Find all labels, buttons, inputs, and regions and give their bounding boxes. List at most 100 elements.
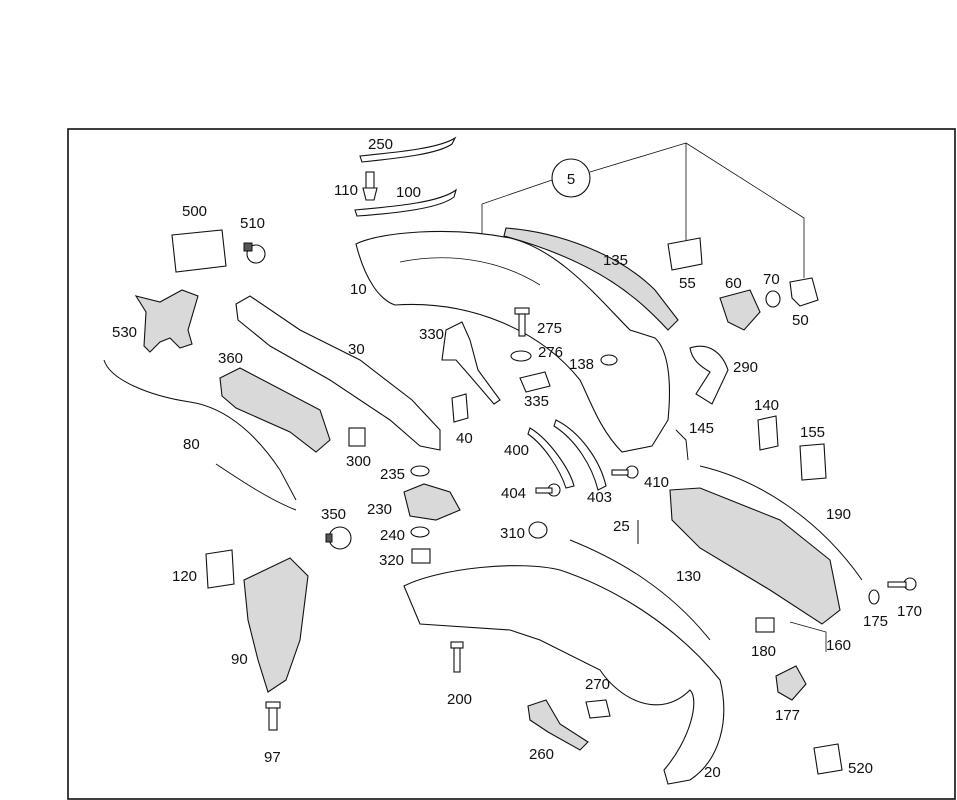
- part-230-bracket: [403, 483, 461, 521]
- part-90-bracket: [243, 557, 309, 693]
- part-145-clip: [675, 429, 689, 461]
- part-310-nut: [528, 521, 548, 539]
- label-20: 20: [704, 764, 721, 781]
- part-50-holder: [789, 277, 819, 307]
- label-270: 270: [585, 676, 610, 693]
- part-300-nut: [348, 427, 366, 447]
- label-240: 240: [380, 527, 405, 544]
- part-140-cover: [757, 415, 779, 451]
- part-410-screw: [611, 465, 639, 479]
- part-70-ring: [765, 290, 781, 308]
- part-80-wiring: [103, 359, 297, 511]
- part-110-clip: [362, 171, 378, 201]
- label-400: 400: [504, 442, 529, 459]
- label-500: 500: [182, 203, 207, 220]
- part-135-strip: [503, 227, 679, 331]
- part-60-sensor: [719, 289, 761, 331]
- diagram-frame: [67, 128, 956, 800]
- part-404-screw: [535, 483, 561, 497]
- label-350: 350: [321, 506, 346, 523]
- label-100: 100: [396, 184, 421, 201]
- label-230: 230: [367, 501, 392, 518]
- label-510: 510: [240, 215, 265, 232]
- label-50: 50: [792, 312, 809, 329]
- label-120: 120: [172, 568, 197, 585]
- part-177-sensor: [775, 665, 807, 701]
- label-177: 177: [775, 707, 800, 724]
- part-190-strip: [699, 465, 863, 581]
- part-290-panel: [689, 345, 729, 405]
- label-97: 97: [264, 749, 281, 766]
- label-404: 404: [501, 485, 526, 502]
- part-40-plate: [451, 393, 469, 423]
- part-335-clip: [519, 371, 551, 393]
- part-138-grommet: [600, 354, 618, 366]
- part-276-washer: [510, 350, 532, 362]
- label-180: 180: [751, 643, 776, 660]
- label-300: 300: [346, 453, 371, 470]
- label-276: 276: [538, 344, 563, 361]
- label-160: 160: [826, 637, 851, 654]
- part-180-grommet: [755, 617, 775, 633]
- label-25: 25: [613, 518, 630, 535]
- label-260: 260: [529, 746, 554, 763]
- part-55-cap: [667, 237, 703, 271]
- label-60: 60: [725, 275, 742, 292]
- label-175: 175: [863, 613, 888, 630]
- label-138: 138: [569, 356, 594, 373]
- label-403: 403: [587, 489, 612, 506]
- callout-5-label: 5: [567, 171, 575, 188]
- label-170: 170: [897, 603, 922, 620]
- label-30: 30: [348, 341, 365, 358]
- label-310: 310: [500, 525, 525, 542]
- label-190: 190: [826, 506, 851, 523]
- part-250-trim: [359, 136, 457, 163]
- part-30-rail: [235, 295, 441, 451]
- label-330: 330: [419, 326, 444, 343]
- label-10: 10: [350, 281, 367, 298]
- label-70: 70: [763, 271, 780, 288]
- part-520-block: [813, 743, 843, 775]
- label-200: 200: [447, 691, 472, 708]
- label-55: 55: [679, 275, 696, 292]
- label-110: 110: [334, 182, 358, 199]
- part-320-spacer: [411, 548, 431, 564]
- part-270-clip: [585, 699, 611, 719]
- part-120-plate: [205, 549, 235, 589]
- label-140: 140: [754, 397, 779, 414]
- part-175-washer: [868, 589, 880, 605]
- part-240-washer: [410, 526, 430, 538]
- part-510-nut: [243, 242, 266, 264]
- part-20-lower-bumper: [403, 565, 725, 785]
- label-410: 410: [644, 474, 669, 491]
- part-260-bracket: [527, 699, 589, 751]
- part-350-clip: [325, 526, 352, 550]
- label-40: 40: [456, 430, 473, 447]
- label-155: 155: [800, 424, 825, 441]
- part-97-bolt: [265, 701, 281, 731]
- part-100-trim: [354, 188, 457, 217]
- label-130: 130: [676, 568, 701, 585]
- part-200-bolt: [450, 641, 464, 673]
- part-500-sensor-cover: [171, 229, 227, 273]
- label-135: 135: [603, 252, 628, 269]
- label-335: 335: [524, 393, 549, 410]
- label-90: 90: [231, 651, 248, 668]
- part-235-washer: [410, 465, 430, 477]
- part-400-trim: [527, 427, 575, 489]
- part-275-screw: [514, 307, 530, 337]
- part-160-diffuser: [669, 487, 841, 625]
- label-320: 320: [379, 552, 404, 569]
- callout-5: 5: [481, 142, 805, 278]
- part-360-bracket: [219, 367, 331, 453]
- label-520: 520: [848, 760, 873, 777]
- part-330-bracket: [441, 321, 501, 405]
- label-290: 290: [733, 359, 758, 376]
- part-170-bolt: [887, 577, 917, 591]
- label-80: 80: [183, 436, 200, 453]
- label-145: 145: [689, 420, 714, 437]
- part-530-bracket: [134, 289, 199, 353]
- part-403-trim: [553, 419, 607, 491]
- label-235: 235: [380, 466, 405, 483]
